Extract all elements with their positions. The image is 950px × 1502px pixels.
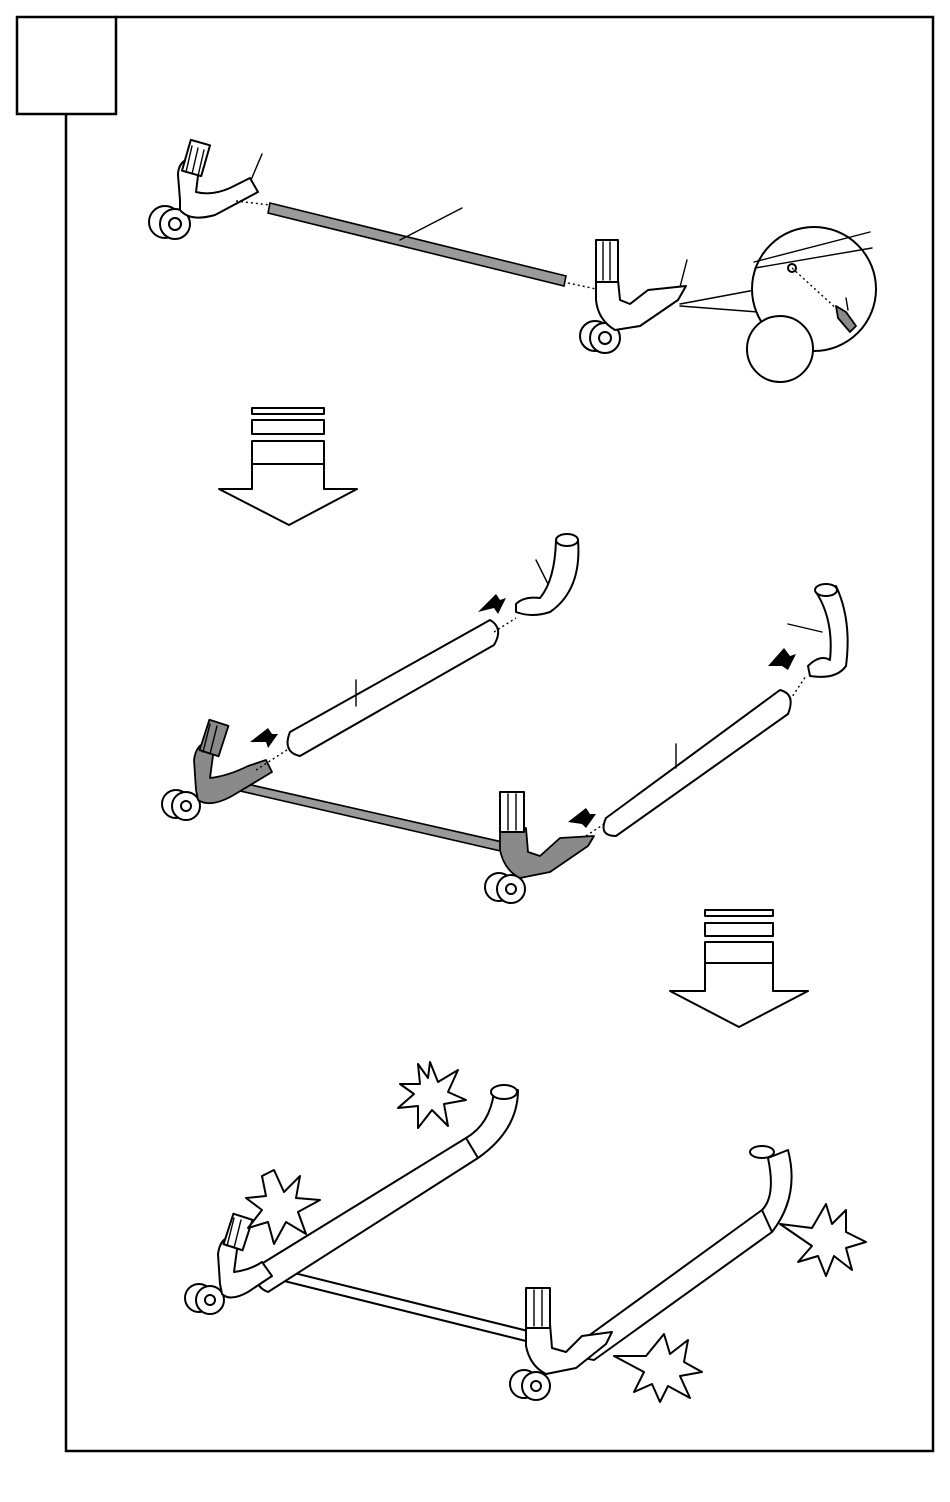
callout-line [680,260,687,287]
callout-line [251,154,262,180]
stage-2 [162,534,848,903]
connecting-rod [268,203,566,286]
callout-line [400,208,462,240]
right-base-part [580,240,687,353]
right-base-part-grey [485,792,594,903]
click-burst-icon [780,1204,866,1276]
click-burst-icon [398,1062,466,1128]
connecting-rod-assembled [264,1266,540,1344]
insert-arrow-icon [478,594,506,614]
connecting-rod-mounted [236,782,520,855]
left-tube [288,620,499,756]
tool-circle [747,316,813,382]
stage-3 [185,1062,866,1402]
assembled-left-base [185,1214,272,1314]
step-number-box [17,17,116,114]
stage-1 [149,140,876,382]
left-base-part-grey [162,720,272,820]
click-burst-icon [614,1334,702,1402]
insert-arrow-icon [568,808,596,828]
left-base-part [149,140,262,239]
down-arrow-2 [670,910,808,1027]
insert-arrow-icon [250,728,278,748]
assembled-right-base [510,1288,612,1400]
screw-detail-callout [680,227,876,382]
right-elbow [808,586,848,677]
right-tube [604,690,791,836]
left-elbow [516,540,578,615]
click-burst-icon [246,1170,320,1244]
down-arrow-1 [219,408,357,525]
insert-arrow-icon [768,648,796,670]
